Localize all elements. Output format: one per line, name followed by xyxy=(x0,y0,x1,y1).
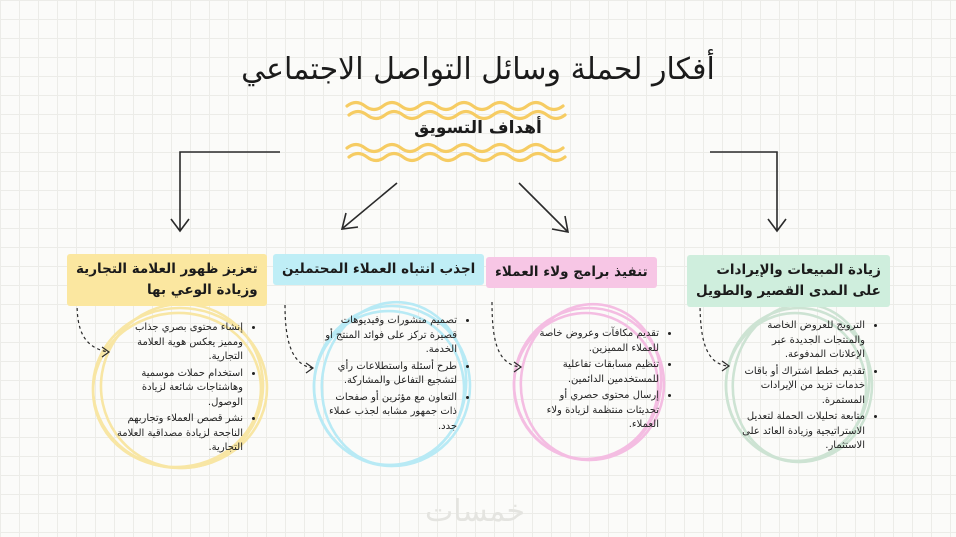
list-item: متابعة تحليلات الحملة لتعديل الاستراتيجي… xyxy=(737,410,865,454)
squiggle-bottom-1 xyxy=(345,142,565,154)
list-item: نشر قصص العملاء وتجاربهم الناجحة لزيادة … xyxy=(108,412,243,456)
branch-heading-loyalty: تنفيذ برامج ولاء العملاء xyxy=(486,257,657,288)
circle-branch-2 xyxy=(312,300,472,468)
list-item: تصميم منشورات وفيديوهات قصيرة تركز على ف… xyxy=(322,314,457,358)
branch-heading-line: زيادة المبيعات والإيرادات xyxy=(716,262,881,278)
branch-heading-line: وزيادة الوعي بها xyxy=(146,282,258,298)
diagram-subtitle: أهداف التسويق xyxy=(414,118,542,138)
list-item: إرسال محتوى حصري أو تحديثات منتظمة لزياد… xyxy=(529,389,659,433)
connector-left-arrowhead xyxy=(170,218,190,233)
branch-heading-line: اجذب انتباه العملاء المحتملين xyxy=(282,261,476,277)
branch-heading-attract-customers: اجذب انتباه العملاء المحتملين xyxy=(273,254,485,285)
page-title: أفكار لحملة وسائل التواصل الاجتماعي xyxy=(241,52,715,87)
connector-right xyxy=(710,151,778,230)
list-item: طرح أسئلة واستطلاعات رأي لتشجيع التفاعل … xyxy=(322,360,457,389)
circle-branch-3 xyxy=(512,302,666,462)
dashed-pointer-4-head xyxy=(721,360,731,372)
list-item: استخدام حملات موسمية وهاشتاجات شائعة لزي… xyxy=(108,367,243,411)
dashed-pointer-2 xyxy=(284,304,313,369)
dashed-pointer-2-head xyxy=(305,362,315,374)
squiggle-top-1 xyxy=(345,100,565,112)
arrow-inner-right xyxy=(518,182,568,232)
list-item: التعاون مع مؤثرين أو صفحات ذات جمهور مشا… xyxy=(322,391,457,435)
list-item: تنظيم مسابقات تفاعلية للمستخدمين الدائمي… xyxy=(529,358,659,387)
list-item: إنشاء محتوى بصري جذاب ومميز يعكس هوية ال… xyxy=(108,321,243,365)
dashed-pointer-3 xyxy=(491,301,521,368)
dashed-pointer-1-head xyxy=(101,346,111,358)
branch-heading-line: تنفيذ برامج ولاء العملاء xyxy=(495,264,648,280)
branch-heading-brand-awareness: تعزيز ظهور العلامة التجارية وزيادة الوعي… xyxy=(67,254,267,306)
watermark-logo: خمسات xyxy=(424,494,526,529)
list-item: تقديم مكافآت وعروض خاصة للعملاء المميزين… xyxy=(529,327,659,356)
dashed-pointer-1 xyxy=(76,301,109,353)
connector-left xyxy=(179,151,280,230)
branch-heading-line: على المدى القصير والطويل xyxy=(696,283,881,299)
branch-list-sales: الترويج للعروض الخاصة والمنتجات الجديدة … xyxy=(737,319,879,456)
branch-list-attract-customers: تصميم منشورات وفيديوهات قصيرة تركز على ف… xyxy=(322,314,471,436)
arrow-inner-right-head xyxy=(551,215,570,234)
squiggle-bottom-2 xyxy=(347,151,567,163)
dashed-pointer-3-head xyxy=(513,361,523,373)
branch-heading-sales: زيادة المبيعات والإيرادات على المدى القص… xyxy=(687,255,890,307)
arrow-inner-left xyxy=(342,182,398,229)
branch-list-brand-awareness: إنشاء محتوى بصري جذاب ومميز يعكس هوية ال… xyxy=(108,321,257,458)
list-item: تقديم خطط اشتراك أو باقات خدمات تزيد من … xyxy=(737,365,865,409)
dashed-pointer-4 xyxy=(699,301,729,367)
connector-right-arrowhead xyxy=(767,218,787,233)
squiggle-top-2 xyxy=(347,109,567,121)
branch-heading-line: تعزيز ظهور العلامة التجارية xyxy=(76,261,258,277)
arrow-inner-left-head xyxy=(340,212,359,230)
list-item: الترويج للعروض الخاصة والمنتجات الجديدة … xyxy=(737,319,865,363)
branch-list-loyalty: تقديم مكافآت وعروض خاصة للعملاء المميزين… xyxy=(529,327,673,435)
